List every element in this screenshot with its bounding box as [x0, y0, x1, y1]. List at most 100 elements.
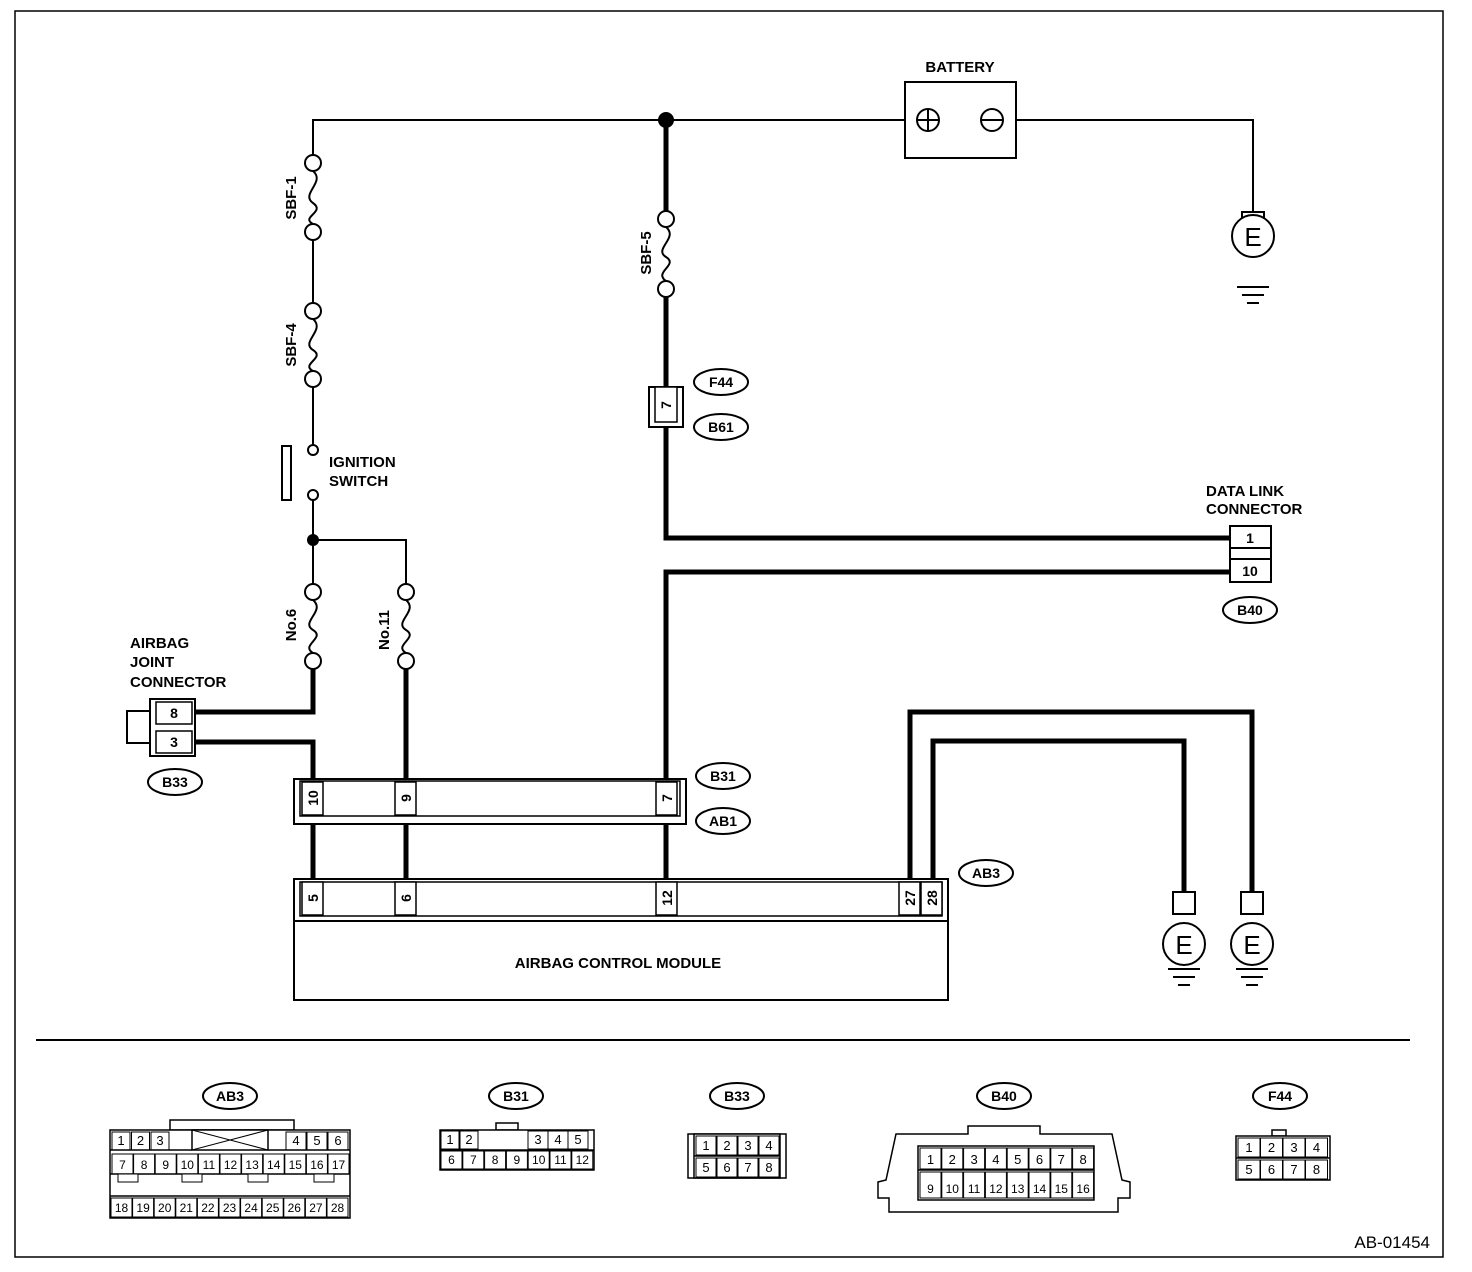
pin-number: 10: [181, 1158, 195, 1172]
svg-text:CONNECTOR: CONNECTOR: [130, 674, 227, 691]
thin-wires: [312, 119, 1254, 585]
svg-text:5: 5: [305, 894, 321, 902]
pin-number: 4: [554, 1132, 561, 1147]
pin-number: 8: [141, 1158, 148, 1172]
airbag-joint-connector: AIRBAG JOINT CONNECTOR 8 3: [126, 635, 227, 757]
svg-text:B31: B31: [503, 1088, 529, 1104]
thick-wires: [195, 120, 1255, 892]
pin-number: 19: [136, 1201, 150, 1215]
pin-number: 2: [723, 1138, 730, 1153]
pin-number: 16: [310, 1158, 324, 1172]
pin-number: 27: [309, 1201, 323, 1215]
pin-cell: [284, 1153, 307, 1175]
pin-f44: 7: [658, 401, 674, 409]
pin-cell: [1305, 1159, 1328, 1180]
pin-cell: [133, 1153, 156, 1175]
reference-code: AB-01454: [1354, 1233, 1430, 1252]
pin-number: 1: [446, 1132, 453, 1147]
diagram-border: [14, 10, 1444, 1258]
pin-cell: [440, 1150, 463, 1170]
pin-number: 5: [313, 1133, 320, 1148]
pin-cell: [459, 1130, 479, 1150]
pin-cell: [919, 1147, 942, 1170]
pin-cell: [505, 1150, 528, 1170]
pin-number: 7: [119, 1158, 126, 1172]
pin-number: 8: [1313, 1162, 1320, 1177]
pin-joint-8: 8: [170, 705, 178, 721]
svg-text:AIRBAG: AIRBAG: [130, 635, 189, 652]
svg-text:AB1: AB1: [709, 813, 737, 829]
pin-cell: [150, 1131, 170, 1151]
svg-text:AB3: AB3: [216, 1088, 244, 1104]
svg-text:B40: B40: [1237, 602, 1263, 618]
pin-cell: [111, 1131, 131, 1151]
pin-number: 9: [162, 1158, 169, 1172]
pin-number: 17: [332, 1158, 346, 1172]
ignition-label-1: IGNITION: [329, 454, 396, 471]
pin-cell: [283, 1197, 306, 1218]
pin-cell: [571, 1150, 594, 1170]
pin-cell: [218, 1197, 241, 1218]
pin-number: 13: [245, 1158, 259, 1172]
battery-label: BATTERY: [925, 59, 994, 76]
svg-text:B31: B31: [710, 768, 736, 784]
pin-number: 10: [532, 1153, 546, 1167]
pin-cell: [131, 1131, 150, 1151]
pin-number: 4: [1313, 1140, 1320, 1155]
data-link-label-2: CONNECTOR: [1206, 501, 1303, 518]
module-label: AIRBAG CONTROL MODULE: [515, 955, 721, 972]
pin-cell: [758, 1135, 780, 1156]
pin-number: 11: [968, 1182, 981, 1196]
pin-cell: [941, 1147, 964, 1170]
pin-number: 6: [723, 1160, 730, 1175]
pin-number: 2: [949, 1152, 956, 1167]
pin-cell: [567, 1130, 589, 1150]
connector-b31-ab1: 10 9 7: [293, 778, 687, 825]
svg-text:7: 7: [659, 794, 675, 802]
pin-number: 26: [288, 1201, 302, 1215]
pin-number: 6: [334, 1133, 341, 1148]
pin-cell: [984, 1147, 1007, 1170]
pin-number: 10: [946, 1182, 960, 1196]
pin-number: 15: [289, 1158, 303, 1172]
svg-text:27: 27: [902, 890, 918, 906]
svg-text:28: 28: [924, 890, 940, 906]
pin-cell: [1006, 1171, 1029, 1199]
pin-number: 3: [1290, 1140, 1297, 1155]
pin-number: 12: [576, 1153, 590, 1167]
ignition-label-2: SWITCH: [329, 473, 388, 490]
pin-cell: [304, 1197, 327, 1218]
pin-number: 6: [448, 1153, 455, 1167]
pin-cell: [154, 1153, 177, 1175]
pin-number: 5: [574, 1132, 581, 1147]
pin-number: 5: [702, 1160, 709, 1175]
pin-cell: [963, 1171, 986, 1199]
pin-cell: [110, 1197, 133, 1218]
svg-text:12: 12: [659, 890, 675, 906]
pin-joint-3: 3: [170, 734, 178, 750]
fuse-sbf1-label: SBF-1: [283, 176, 300, 219]
tag-ab1: AB1: [695, 807, 751, 835]
pin-cell: [261, 1197, 284, 1218]
pin-number: 2: [137, 1133, 144, 1148]
ground-icon: E: [1162, 891, 1206, 986]
svg-text:10: 10: [305, 790, 321, 806]
pin-number: 8: [765, 1160, 772, 1175]
pin-number: 16: [1076, 1182, 1090, 1196]
pin-cell: [219, 1153, 242, 1175]
pin-number: 22: [201, 1201, 215, 1215]
pin-number: 7: [1058, 1152, 1065, 1167]
svg-text:B33: B33: [724, 1088, 750, 1104]
pin-cell: [695, 1157, 717, 1178]
pin-cell: [327, 1153, 350, 1175]
pin-number: 1: [702, 1138, 709, 1153]
pin-number: 15: [1055, 1182, 1069, 1196]
fuse-sbf5: [657, 210, 675, 298]
ignition-switch: IGNITION SWITCH: [281, 444, 396, 501]
pin-number: 11: [203, 1158, 216, 1172]
tag-b31: B31: [695, 762, 751, 790]
svg-text:B33: B33: [162, 774, 188, 790]
